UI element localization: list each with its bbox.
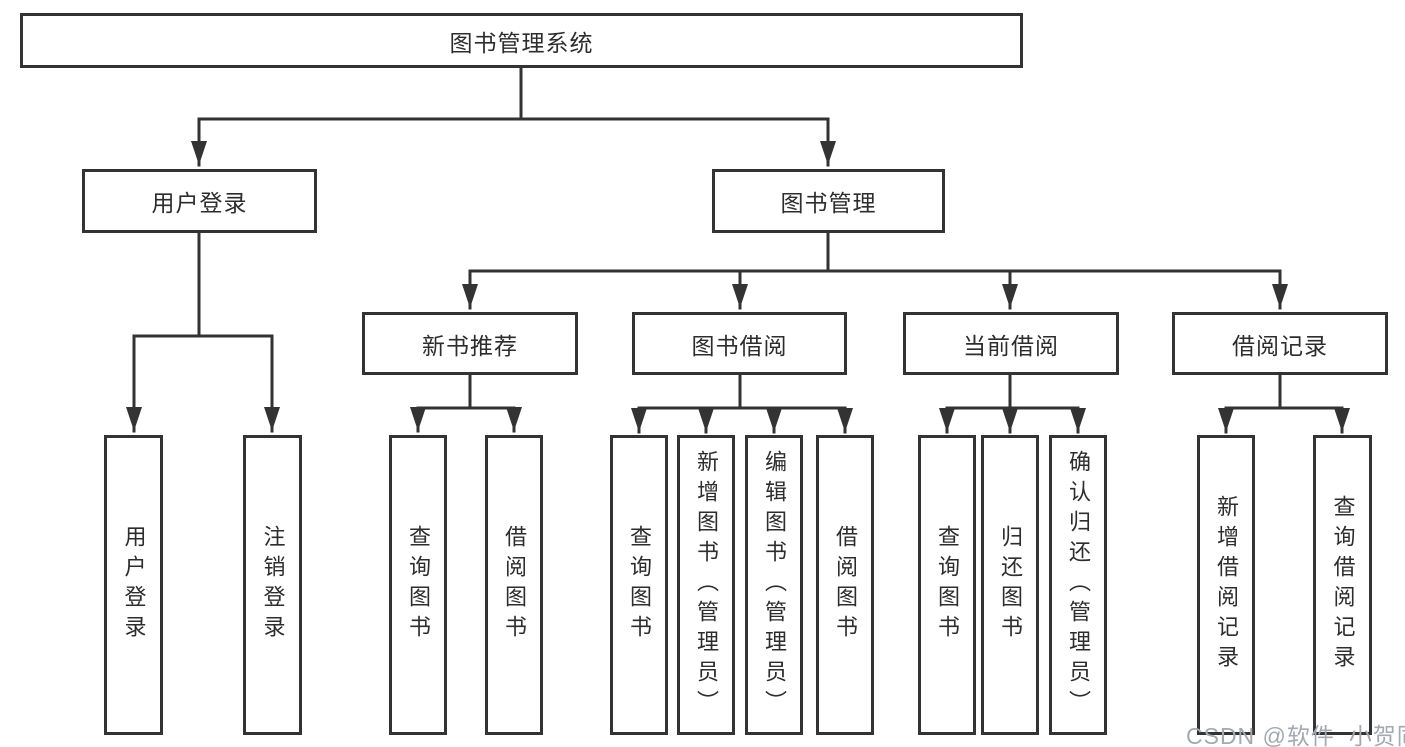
leaf-query-books-2: 查询图书 [610, 435, 668, 735]
leaf-add-borrow-record: 新增借阅记录 [1197, 435, 1255, 735]
leaf-logout-label: 注销登录 [260, 525, 286, 645]
leaf-query-books-1-label: 查询图书 [406, 525, 431, 645]
connector-borrow-records-branch [1224, 373, 1344, 410]
node-new-book-recommend: 新书推荐 [362, 312, 578, 375]
leaf-borrow-books-2-label: 借阅图书 [833, 525, 858, 645]
leaf-add-book-admin: 新增图书（管理员） [677, 435, 735, 735]
leaf-query-books-3-label: 查询图书 [935, 525, 960, 645]
leaf-return-book: 归还图书 [981, 435, 1039, 735]
leaf-query-borrow-record: 查询借阅记录 [1313, 435, 1372, 735]
connector-new-book-recommend-branch [416, 373, 516, 410]
connector-current-borrow-branch [945, 373, 1080, 410]
leaf-confirm-return-admin: 确认归还（管理员） [1049, 435, 1107, 735]
node-book-borrow: 图书借阅 [632, 312, 847, 375]
leaf-user-login: 用户登录 [104, 435, 163, 735]
leaf-logout: 注销登录 [243, 435, 302, 735]
leaf-add-borrow-record-label: 新增借阅记录 [1214, 495, 1239, 675]
connector-root-branch [197, 66, 830, 121]
leaf-confirm-return-admin-label: 确认归还（管理员） [1066, 450, 1091, 720]
connector-book-borrow-branch [637, 373, 847, 410]
leaf-query-books-1: 查询图书 [389, 435, 447, 735]
watermark: CSDN @软件_小贺同学 [1186, 723, 1405, 747]
node-library-system: 图书管理系统 [20, 13, 1023, 68]
leaf-borrow-books-1: 借阅图书 [485, 435, 543, 735]
leaf-query-books-3: 查询图书 [918, 435, 976, 735]
connector-user-login-branch [132, 231, 274, 338]
leaf-add-book-admin-label: 新增图书（管理员） [694, 450, 719, 720]
node-book-management: 图书管理 [712, 169, 945, 233]
leaf-query-borrow-record-label: 查询借阅记录 [1330, 495, 1356, 675]
leaf-query-books-2-label: 查询图书 [627, 525, 652, 645]
leaf-borrow-books-2: 借阅图书 [816, 435, 874, 735]
leaf-borrow-books-1-label: 借阅图书 [502, 525, 527, 645]
connector-book-management-branch [468, 231, 1282, 273]
leaf-user-login-label: 用户登录 [121, 525, 147, 645]
node-current-borrow: 当前借阅 [903, 312, 1119, 375]
leaf-edit-book-admin-label: 编辑图书（管理员） [762, 450, 787, 720]
node-user-login: 用户登录 [82, 169, 317, 233]
leaf-return-book-label: 归还图书 [998, 525, 1023, 645]
node-borrow-records: 借阅记录 [1172, 312, 1388, 375]
leaf-edit-book-admin: 编辑图书（管理员） [745, 435, 803, 735]
